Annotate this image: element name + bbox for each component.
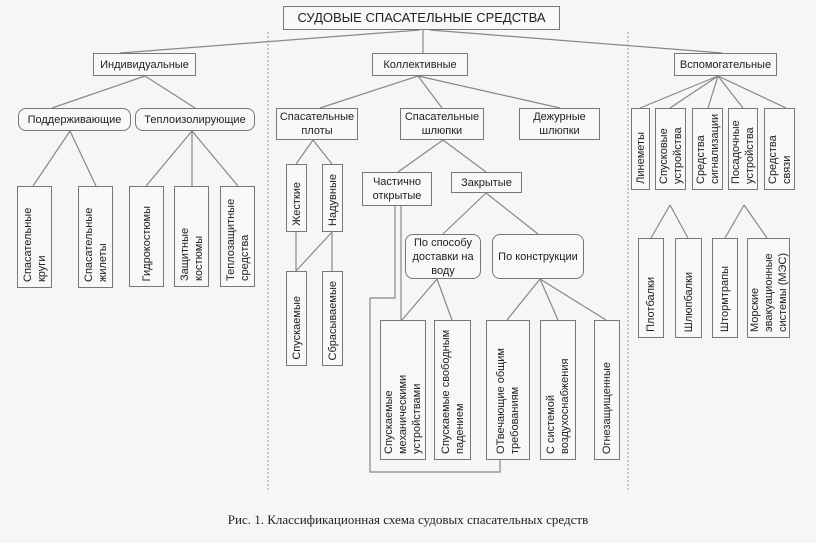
leaf-throw-overboard: Сбрасываемые [322,271,343,366]
leaf-signalling: Средства сигнализации [692,108,723,190]
leaf-general-requirements: ОТвечающие общим требованиям [486,320,530,460]
leaf-boat-davits: Шлюпбалки [675,238,702,338]
root-node: СУДОВЫЕ СПАСАТЕЛЬНЫЕ СРЕДСТВА [283,6,560,30]
leaf-rigid: Жесткие [286,164,307,232]
node-by-launch: По способу доставки на воду [405,234,481,279]
node-rescue-boats: Дежурные шлюпки [519,108,600,140]
leaf-communication: Средства связи [764,108,795,190]
node-enclosed: Закрытые [451,172,522,193]
leaf-protective-suits: Защитные костюмы [174,186,209,287]
leaf-fire-protected: Огнезащищенные [594,320,620,460]
node-supporting: Поддерживающие [18,108,131,131]
node-by-design: По конструкции [492,234,584,279]
leaf-inflatable: Надувные [322,164,343,232]
leaf-lifejackets: Спасательные жилеты [78,186,113,288]
leaf-free-fall: Спускаемые свободным падением [434,320,471,460]
leaf-marine-evacuation-systems: Морские эвакуационные системы (МЭС) [747,238,790,338]
node-lifeboats: Спасательные шлюпки [400,108,484,140]
node-embarkation-appliances: Посадочные устройства [728,108,758,190]
leaf-pilot-ladders: Штормтрапы [712,238,738,338]
leaf-thermal-aids: Теплозащитные средства [220,186,255,287]
node-liferafts: Спасательные плоты [276,108,358,140]
figure-caption: Рис. 1. Классификационная схема судовых … [227,512,589,527]
leaf-air-support: С системой воздухоснабжения [540,320,576,460]
leaf-mechanical-launch: Спускаемые механическими устройствами [380,320,426,460]
leaf-davit-launched: Спускаемые [286,271,307,366]
node-launching-appliances: Спусковые устройства [655,108,686,190]
node-individual: Индивидуальные [93,53,196,76]
node-auxiliary: Вспомогательные [674,53,777,76]
node-partially-enclosed: Частично открытые [362,172,432,206]
leaf-raft-davits: Плотбалки [638,238,664,338]
leaf-immersion-suits: Гидрокостюмы [129,186,164,287]
leaf-lifebuoys: Спасательные круги [17,186,52,288]
leaf-line-throwers: Линеметы [631,108,650,190]
node-thermal: Теплоизолирующие [135,108,255,131]
node-collective: Коллективные [372,53,468,76]
